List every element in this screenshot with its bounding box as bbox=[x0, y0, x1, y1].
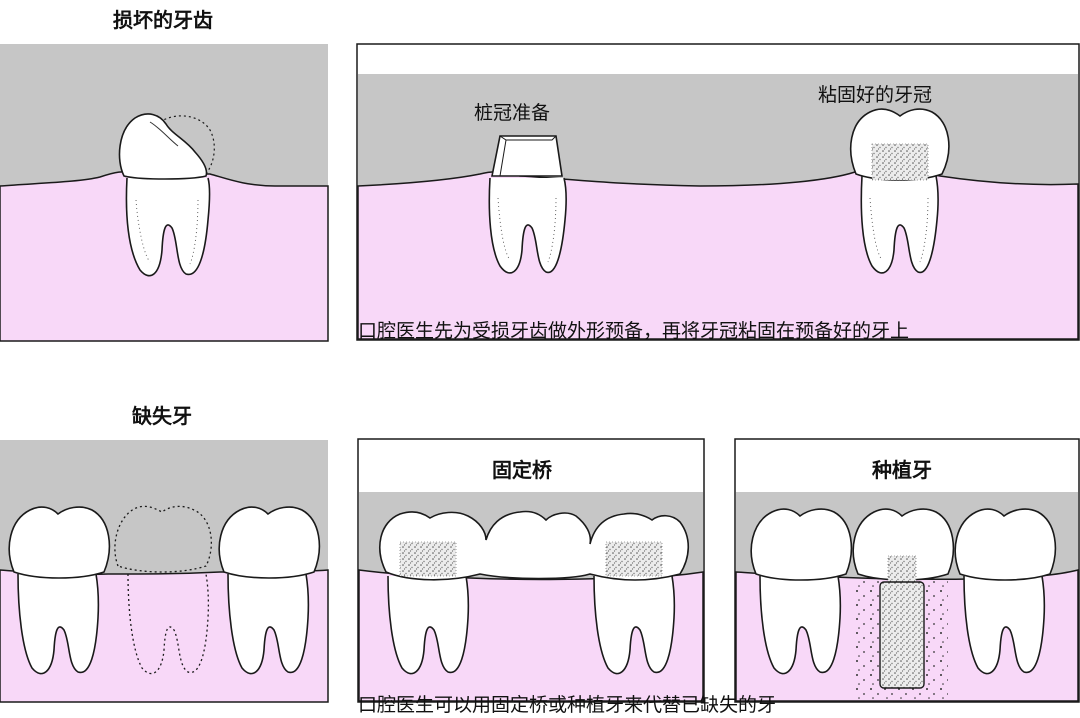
abutment-left bbox=[399, 541, 457, 577]
missing-tooth-title: 缺失牙 bbox=[132, 404, 192, 428]
missing-tooth-outline bbox=[114, 505, 212, 675]
tooth-root bbox=[125, 177, 211, 277]
panel-fixed-bridge bbox=[357, 438, 705, 703]
damaged-tooth-title: 损坏的牙齿 bbox=[113, 8, 213, 32]
implant-abutment bbox=[887, 555, 917, 583]
cemented-crown-label: 粘固好的牙冠 bbox=[818, 84, 933, 106]
damaged-crown bbox=[118, 113, 208, 180]
implant-crown bbox=[852, 508, 955, 581]
crown-caption: 口腔医生先为受损牙齿做外形预备，再将牙冠粘固在预备好的牙上 bbox=[358, 320, 910, 342]
post-core bbox=[871, 143, 929, 181]
fixed-bridge-label: 固定桥 bbox=[492, 458, 552, 482]
implant-right-molar bbox=[954, 508, 1057, 581]
implant-screw bbox=[879, 581, 925, 689]
panel-damaged-tooth bbox=[0, 44, 329, 342]
crowned-tooth-root bbox=[860, 175, 939, 274]
panel-missing-tooth bbox=[0, 440, 329, 703]
missing-caption: 口腔医生可以用固定桥或种植牙来代替已缺失的牙 bbox=[358, 694, 777, 716]
right-molar bbox=[218, 506, 321, 579]
gum bbox=[357, 169, 1079, 340]
crown-prep-label: 桩冠准备 bbox=[474, 102, 551, 124]
prepped-tooth-root bbox=[488, 177, 567, 274]
missing-crown-outline bbox=[159, 115, 215, 176]
panel-crown bbox=[356, 43, 1080, 341]
implant-label: 种植牙 bbox=[872, 458, 932, 482]
abutment-right bbox=[605, 541, 663, 577]
panel-implant bbox=[734, 438, 1080, 703]
left-molar bbox=[8, 506, 111, 579]
implant-left-molar bbox=[750, 508, 853, 581]
prepared-stump bbox=[491, 135, 563, 177]
